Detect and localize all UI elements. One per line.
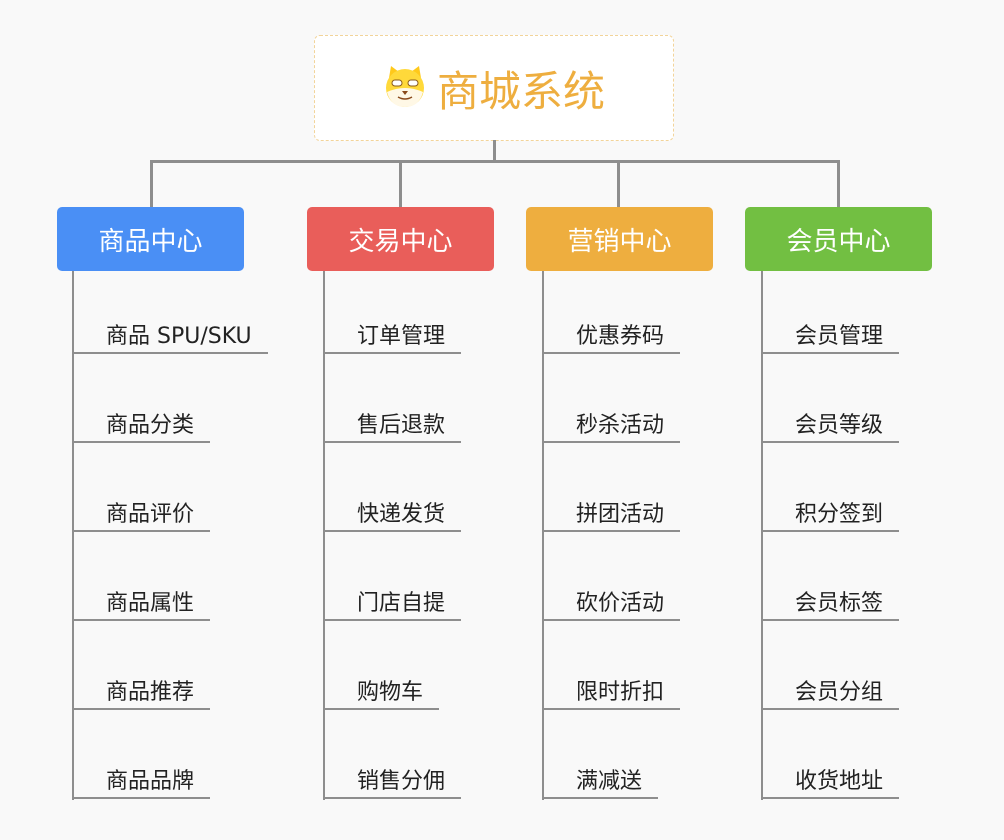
connector-root: [493, 140, 496, 162]
list-item: 商品评价: [72, 500, 211, 532]
root-node: 商城系统: [314, 35, 674, 141]
list-item: 会员分组: [761, 678, 900, 710]
connector-col-4: [837, 160, 840, 207]
connector-horizontal: [150, 160, 840, 163]
list-item: 拼团活动: [542, 500, 681, 532]
list-item: 满减送: [542, 767, 659, 799]
node-title: 商品中心: [98, 226, 203, 257]
list-item: 会员管理: [761, 322, 900, 354]
list-item: 会员标签: [761, 589, 900, 621]
list-item: 销售分佣: [323, 767, 462, 799]
list-item: 购物车: [323, 678, 440, 710]
list-item: 商品分类: [72, 411, 211, 443]
list-item: 订单管理: [323, 322, 462, 354]
list-item: 积分签到: [761, 500, 900, 532]
list-item: 商品 SPU/SKU: [72, 322, 268, 354]
node-title: 营销中心: [567, 226, 672, 257]
connector-col-2: [399, 160, 402, 207]
node-member-center: 会员中心: [745, 207, 932, 271]
list-item: 收货地址: [761, 767, 900, 799]
column-line: [72, 271, 74, 800]
root-title: 商城系统: [436, 66, 605, 116]
list-item: 秒杀活动: [542, 411, 681, 443]
node-trade-center: 交易中心: [307, 207, 494, 271]
list-item: 商品属性: [72, 589, 211, 621]
connector-col-3: [617, 160, 620, 207]
list-item: 商品品牌: [72, 767, 211, 799]
list-item: 售后退款: [323, 411, 462, 443]
column-line: [761, 271, 763, 800]
list-item: 门店自提: [323, 589, 462, 621]
list-item: 优惠券码: [542, 322, 681, 354]
shiba-dog-logo-icon: [383, 64, 427, 112]
list-item: 会员等级: [761, 411, 900, 443]
column-line: [323, 271, 325, 800]
list-item: 砍价活动: [542, 589, 681, 621]
list-item: 快递发货: [323, 500, 462, 532]
node-marketing-center: 营销中心: [526, 207, 713, 271]
node-title: 交易中心: [348, 226, 453, 257]
node-product-center: 商品中心: [57, 207, 244, 271]
node-title: 会员中心: [786, 226, 891, 257]
connector-col-1: [150, 160, 153, 207]
list-item: 限时折扣: [542, 678, 681, 710]
list-item: 商品推荐: [72, 678, 211, 710]
column-line: [542, 271, 544, 800]
